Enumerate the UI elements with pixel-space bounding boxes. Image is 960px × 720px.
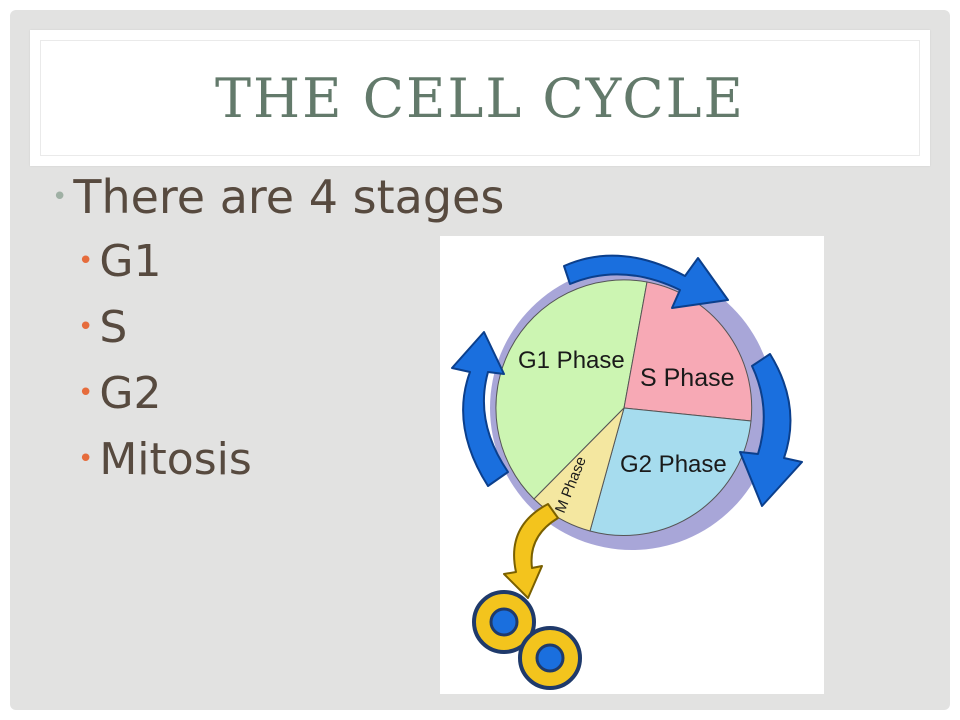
bullet-sub-item: • Mitosis	[52, 426, 612, 492]
title-inner-frame: THE CELL CYCLE	[40, 40, 920, 156]
top-arrow-icon	[563, 254, 729, 309]
bullet-sub-item: • G1	[52, 228, 612, 294]
bullet-dot-icon: •	[78, 444, 94, 474]
stage-text: G2	[99, 367, 162, 419]
bullet-dot-icon: •	[78, 378, 94, 408]
daughter-cell-1-icon	[472, 590, 536, 654]
stage-text: S	[99, 301, 128, 353]
cell-cycle-svg: G1 Phase S Phase G2 Phase M Phase	[451, 254, 803, 690]
g2-phase-label: G2 Phase	[620, 451, 727, 478]
stage-text: Mitosis	[99, 433, 252, 485]
stage-text: G1	[99, 235, 162, 287]
division-arrow-icon	[503, 503, 559, 599]
g1-phase-sector	[495, 279, 648, 500]
daughter-cell-2-icon	[518, 626, 582, 690]
s-phase-sector	[623, 281, 753, 422]
slide-title: THE CELL CYCLE	[215, 66, 745, 130]
bullet-sub-item: • S	[52, 294, 612, 360]
bullet-sub-item: • G2	[52, 360, 612, 426]
bullet-dot-icon: •	[52, 182, 68, 212]
right-arrow-icon	[739, 353, 803, 507]
bullet-list: • There are 4 stages • G1 • S • G2 • Mit…	[52, 166, 612, 492]
title-box: THE CELL CYCLE	[30, 30, 930, 166]
m-phase-sector	[533, 406, 625, 532]
g2-phase-sector	[589, 407, 752, 536]
g1-phase-label: G1 Phase	[518, 347, 625, 374]
bullet-main: • There are 4 stages	[52, 166, 612, 228]
cell-cycle-diagram: G1 Phase S Phase G2 Phase M Phase	[440, 236, 824, 694]
s-phase-label: S Phase	[640, 364, 735, 392]
bullet-main-text: There are 4 stages	[73, 170, 505, 224]
bullet-dot-icon: •	[78, 312, 94, 342]
bullet-dot-icon: •	[78, 246, 94, 276]
left-arrow-icon	[451, 331, 509, 487]
